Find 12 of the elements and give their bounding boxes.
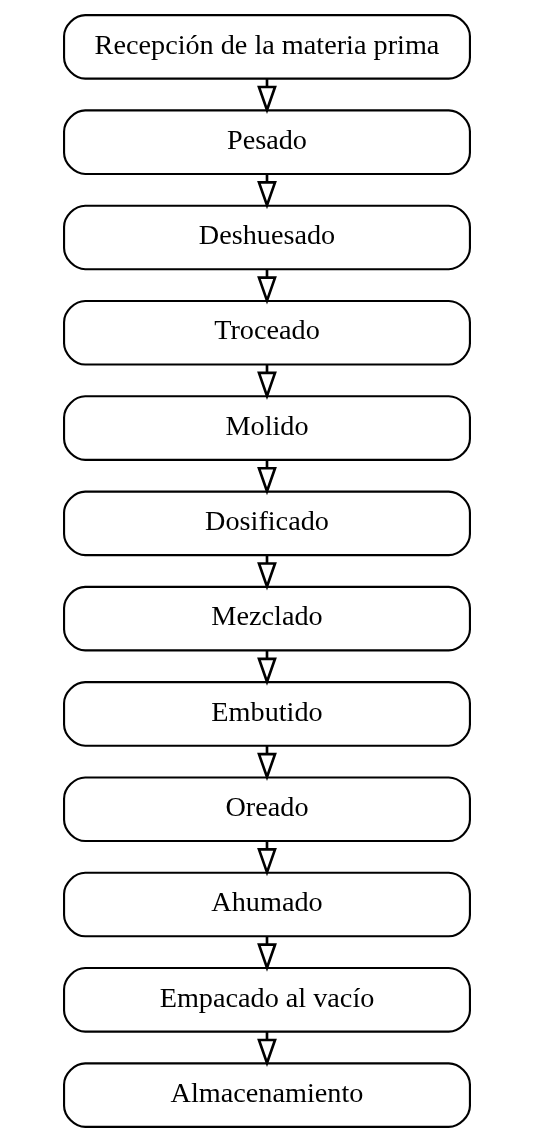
node-box: Recepción de la materia prima: [63, 14, 471, 80]
node-box: Dosificado: [63, 490, 471, 557]
node-box: Mezclado: [63, 585, 471, 652]
node-box: Molido: [63, 395, 471, 461]
node-box: Empacado al vacío: [63, 967, 471, 1033]
node-box: Almacenamiento: [63, 1062, 471, 1128]
node-box: Troceado: [63, 299, 471, 366]
node-box: Embutido: [63, 681, 471, 747]
node-box: Deshuesado: [63, 204, 471, 271]
node-box: Oreado: [63, 776, 471, 843]
node-box: Pesado: [63, 109, 471, 175]
node-box: Ahumado: [63, 871, 471, 938]
